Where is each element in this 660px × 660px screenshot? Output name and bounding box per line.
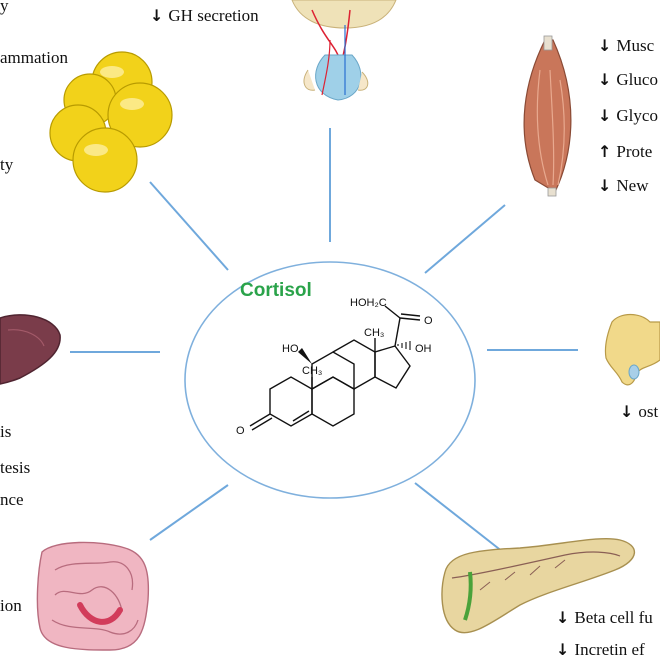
muscle-icon <box>523 35 572 197</box>
label-ch2oh: HOH₂C <box>350 297 387 309</box>
ring-a <box>269 376 313 427</box>
down-arrow-icon: ↓ <box>150 6 164 25</box>
liver-icon <box>0 314 61 385</box>
muscle-effect-4: ↓New <box>598 176 649 195</box>
muscle-effect-2: ↓Glyco <box>598 106 658 125</box>
down-arrow-icon: ↓ <box>556 640 570 659</box>
bone-icon <box>604 313 660 386</box>
adipose-effect-0: y <box>0 0 9 15</box>
down-arrow-icon: ↓ <box>598 176 612 195</box>
liver-effect-2: nce <box>0 490 24 509</box>
c11-wedge <box>298 348 312 364</box>
connectors <box>70 128 578 553</box>
muscle-effect-0: ↓Musc <box>598 36 655 55</box>
pancreas-icon <box>441 537 636 634</box>
connector-muscle <box>424 204 506 274</box>
bone-effect-0: ↓ost <box>620 402 659 421</box>
connector-gut <box>149 484 229 541</box>
down-arrow-icon: ↓ <box>556 608 570 627</box>
connector-pancreas <box>414 482 504 553</box>
label-ch3-10: CH₃ <box>302 365 322 377</box>
ring-b <box>311 376 355 427</box>
intestine-icon <box>36 541 150 651</box>
label-ketone-o3: O <box>236 425 245 437</box>
label-ketone-o: O <box>424 315 433 327</box>
liver-effect-0: is <box>0 422 12 441</box>
liver-effect-1: tesis <box>0 458 31 477</box>
cortisol-molecule <box>249 305 421 431</box>
adipose-icon <box>49 51 173 193</box>
down-arrow-icon: ↓ <box>620 402 634 421</box>
adipose-effect-2: ty <box>0 155 14 174</box>
ring-d <box>374 345 411 389</box>
pituitary-icon <box>291 0 397 101</box>
pituitary-effect-0: ↓GH secretion <box>150 6 259 25</box>
label-oh-17: OH <box>415 343 432 355</box>
connector-adipose <box>149 181 229 271</box>
c3-o-bond <box>249 413 271 427</box>
pancreas-effect-1: ↓Incretin ef <box>556 640 645 659</box>
down-arrow-icon: ↓ <box>598 106 612 125</box>
up-arrow-icon: ↑ <box>598 142 612 161</box>
label-ch3-13: CH₃ <box>364 327 384 339</box>
down-arrow-icon: ↓ <box>598 70 612 89</box>
adipose-effect-1: ammation <box>0 48 68 67</box>
pancreas-effect-0: ↓Beta cell fu <box>556 608 653 627</box>
cortisol-title: Cortisol <box>240 280 312 301</box>
label-ho-11: HO <box>282 343 299 355</box>
down-arrow-icon: ↓ <box>598 36 612 55</box>
gut-effect-0: ion <box>0 596 22 615</box>
muscle-effect-3: ↑Prote <box>598 142 653 161</box>
center-ellipse <box>184 261 476 499</box>
molecule-labels: HOH₂C O OH CH₃ HO CH₃ O <box>236 297 433 437</box>
muscle-effect-1: ↓Gluco <box>598 70 658 89</box>
